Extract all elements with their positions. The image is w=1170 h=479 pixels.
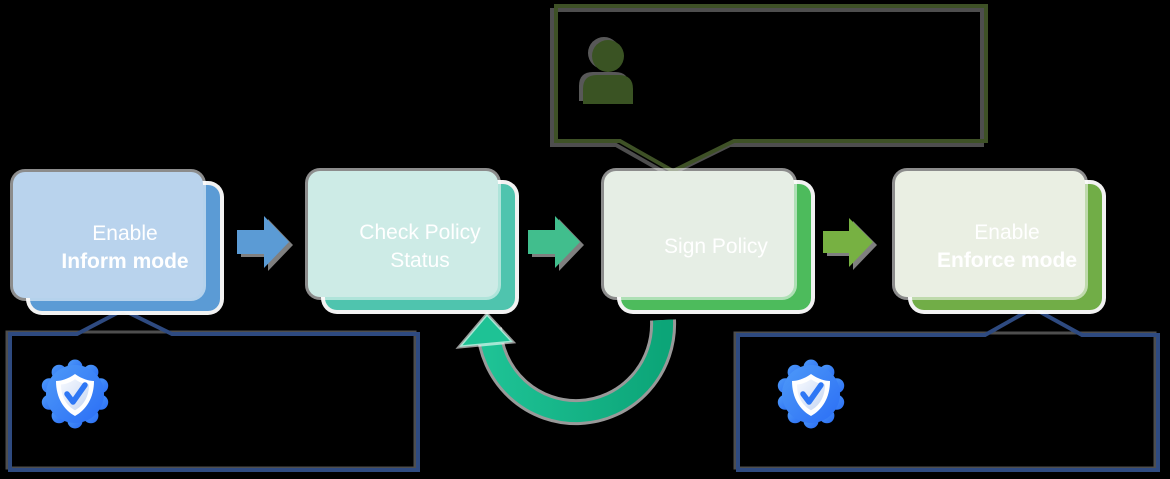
step-label-line2: Enforce mode xyxy=(936,249,1078,272)
person-icon xyxy=(583,40,633,104)
loop-arrowhead xyxy=(455,311,517,349)
loop-arrow xyxy=(455,311,677,426)
callout-bottom-left-border xyxy=(8,307,420,472)
step-card-enable-inform-mode: Enable Inform mode xyxy=(13,172,220,311)
step-label-line1: Enable xyxy=(92,222,158,245)
step-label-line1: Sign Policy xyxy=(664,235,768,258)
callout-top xyxy=(550,4,988,178)
flow-arrow-3 xyxy=(823,218,873,267)
step-card-sign-policy: Sign Policy xyxy=(604,171,811,310)
step-label-line2: Status xyxy=(390,249,450,272)
step-label-line1: Check Policy xyxy=(359,221,481,244)
flow-arrow-1 xyxy=(237,216,289,268)
step-card-check-policy-status: Check Policy Status xyxy=(308,171,515,310)
flow-arrow-2 xyxy=(528,216,580,268)
callout-bottom-right xyxy=(733,305,1160,472)
shield-check-badge-icon xyxy=(42,360,108,429)
callout-bottom-left xyxy=(5,307,420,472)
callout-top-border xyxy=(554,4,988,174)
step-label-line2: Inform mode xyxy=(61,250,189,273)
loop-arrow-body xyxy=(479,319,674,423)
step-label-line1: Enable xyxy=(974,221,1040,244)
step-card-enable-enforce-mode: Enable Enforce mode xyxy=(895,171,1102,310)
shield-check-badge-icon xyxy=(778,360,844,429)
callout-bottom-right-border xyxy=(736,305,1160,472)
